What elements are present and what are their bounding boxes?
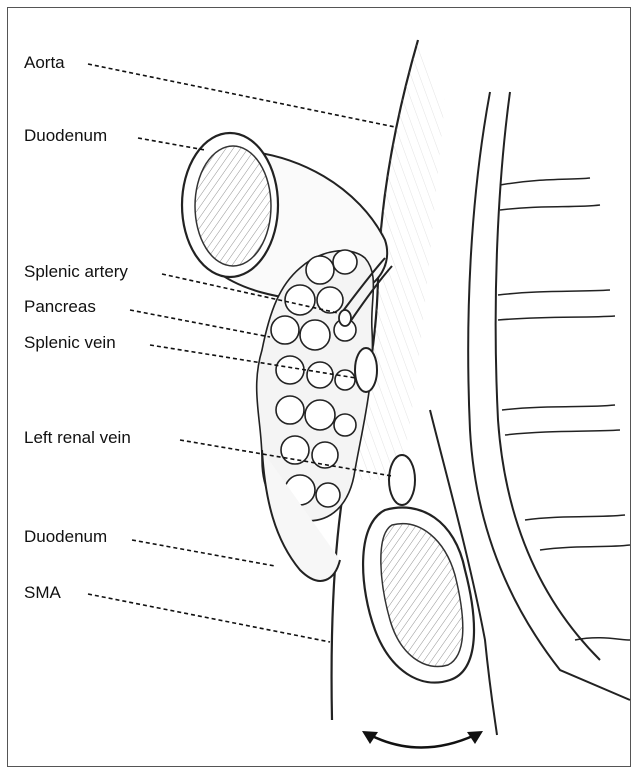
label-splenic-artery: Splenic artery <box>24 262 128 282</box>
splenic-vein-shape <box>355 348 377 392</box>
leader-pancreas <box>130 310 270 337</box>
leader-duodenum-bottom <box>132 540 275 566</box>
label-aorta: Aorta <box>24 53 65 73</box>
label-duodenum-bottom: Duodenum <box>24 527 107 547</box>
angle-arrow <box>362 731 483 748</box>
label-duodenum-top: Duodenum <box>24 126 107 146</box>
spine <box>468 92 630 700</box>
leader-sma <box>88 594 330 642</box>
label-splenic-vein: Splenic vein <box>24 333 116 353</box>
sma-shape <box>363 508 474 683</box>
label-pancreas: Pancreas <box>24 297 96 317</box>
left-renal-vein-shape <box>389 455 415 505</box>
leader-duodenum-top <box>138 138 205 150</box>
label-left-renal-vein: Left renal vein <box>24 428 131 448</box>
label-sma: SMA <box>24 583 61 603</box>
leader-aorta <box>88 64 395 127</box>
